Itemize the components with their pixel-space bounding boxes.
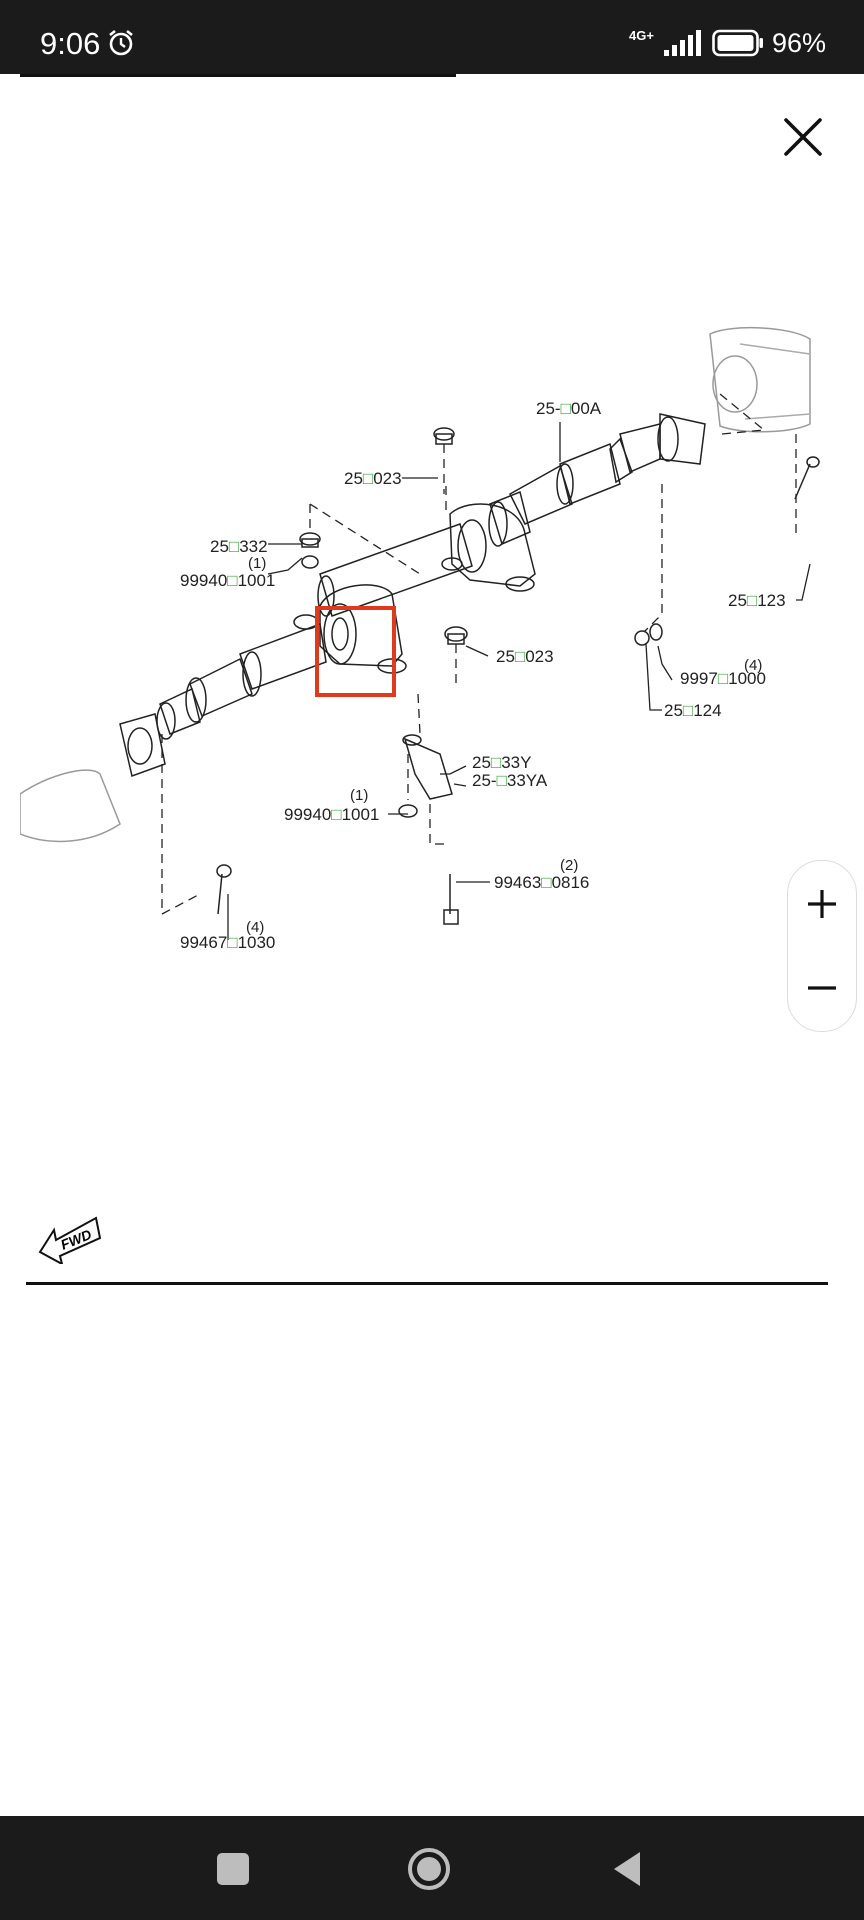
bottom-divider (26, 1282, 828, 1285)
svg-text:99940□1001: 99940□1001 (284, 805, 379, 824)
alarm-icon (109, 29, 133, 56)
svg-text:25-□33YA: 25-□33YA (472, 771, 548, 790)
back-icon[interactable] (606, 1846, 652, 1892)
status-time: 9:06 (40, 26, 101, 61)
status-bar: 9:06 4G+ 96% (0, 0, 864, 74)
svg-text:25-□00A: 25-□00A (536, 399, 602, 418)
image-viewer: 25-□00A 25□023 25□332 (1) 99940□1001 25□… (0, 74, 864, 1816)
svg-text:99463□0816: 99463□0816 (494, 873, 589, 892)
network-type: 4G+ (629, 27, 654, 43)
top-divider (20, 74, 456, 77)
minus-icon (808, 986, 836, 990)
highlight-box (315, 606, 396, 697)
svg-text:(4): (4) (744, 657, 762, 674)
svg-text:25□123: 25□123 (728, 591, 786, 610)
svg-text:25□023: 25□023 (344, 469, 402, 488)
home-icon[interactable] (406, 1846, 452, 1892)
navigation-bar (0, 1816, 864, 1920)
battery-percent: 96% (771, 27, 826, 58)
svg-text:25□33Y: 25□33Y (472, 753, 531, 772)
parts-diagram[interactable]: 25-□00A 25□023 25□332 (1) 99940□1001 25□… (20, 234, 840, 994)
fwd-arrow-icon: FWD (38, 1216, 102, 1264)
close-icon[interactable] (778, 112, 828, 162)
svg-text:(2): (2) (560, 857, 578, 874)
svg-text:25□023: 25□023 (496, 647, 554, 666)
signal-icon (663, 30, 701, 56)
svg-text:(1): (1) (248, 555, 266, 572)
svg-text:25□332: 25□332 (210, 537, 268, 556)
svg-text:99940□1001: 99940□1001 (180, 571, 275, 590)
plus-icon (808, 890, 836, 918)
status-right: 4G+ 96% (629, 26, 826, 60)
svg-text:99467□1030: 99467□1030 (180, 933, 275, 952)
zoom-out-button[interactable] (788, 953, 856, 1023)
battery-icon (712, 29, 763, 57)
svg-text:(1): (1) (350, 787, 368, 804)
svg-text:9997□1000: 9997□1000 (680, 669, 766, 688)
recents-icon[interactable] (210, 1846, 256, 1892)
zoom-in-button[interactable] (788, 869, 856, 939)
svg-text:(4): (4) (246, 919, 264, 936)
zoom-controls (787, 860, 857, 1032)
svg-text:25□124: 25□124 (664, 701, 722, 720)
